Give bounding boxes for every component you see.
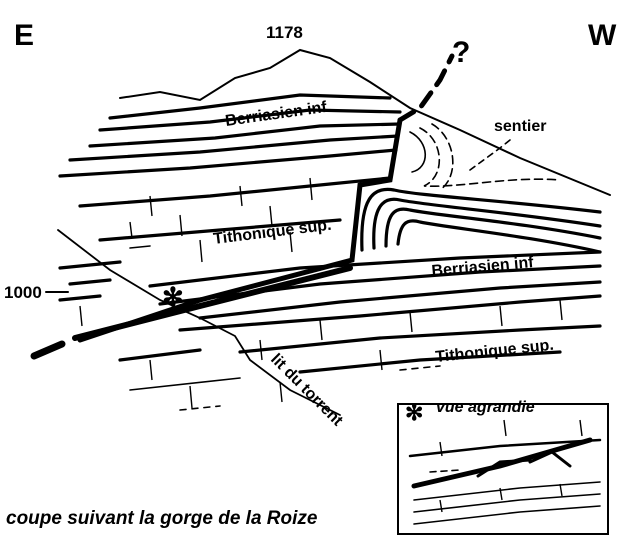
side-altitude: 1000 — [4, 283, 42, 302]
lit-du-torrent-label: lit du torrent — [267, 351, 346, 430]
tithonique-lower-label: Tithonique sup. — [435, 337, 555, 366]
question-mark: ? — [452, 36, 470, 69]
tithonique-upper-label: Tithonique sup. — [212, 217, 332, 248]
inset-asterisk-icon: ✻ — [405, 400, 423, 425]
fold-beds — [360, 123, 602, 254]
berriasien-lower-beds — [148, 250, 602, 332]
main-fault — [77, 117, 403, 343]
inset-frame — [397, 403, 609, 535]
east-edge-beds — [58, 260, 122, 327]
contact-bed — [72, 265, 353, 341]
sentier-label: sentier — [494, 118, 546, 135]
caption: coupe suivant la gorge de la Roize — [6, 508, 318, 529]
marker-asterisk-icon: ✻ — [162, 282, 184, 312]
torrent-line — [57, 229, 341, 416]
inset-title: vue agrandie — [436, 399, 535, 416]
fault-extension — [397, 53, 455, 123]
tithonique-upper-block — [78, 176, 392, 263]
berriasien-upper-beds — [58, 93, 402, 178]
tithonique-lower-block — [118, 299, 602, 411]
inset-enlarged-view: ✻ vue agrandie — [397, 399, 609, 535]
summit-altitude: 1178 — [266, 23, 303, 42]
ridge-profile — [119, 48, 611, 196]
east-label: E — [14, 19, 34, 52]
contact-bed-dash — [30, 340, 66, 360]
west-label: W — [588, 19, 617, 52]
